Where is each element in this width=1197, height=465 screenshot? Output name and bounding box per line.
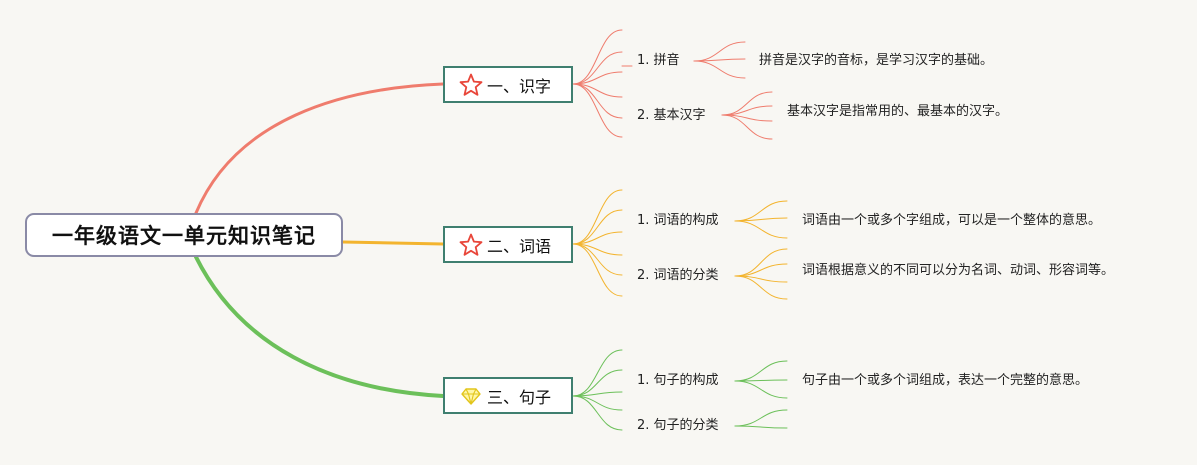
branch-word-structure-1: [734, 217, 788, 222]
note-basic-hanzi: 基本汉字是指常用的、最基本的汉字。: [787, 104, 1009, 119]
branch-topic-2-0: [572, 189, 623, 245]
branch-word-structure-2: [734, 220, 788, 239]
branch-topic-3-4: [572, 395, 623, 431]
topic-label: 二、词语: [487, 236, 552, 256]
branch-topic-1-0: [572, 29, 623, 85]
branch-sentence-classes-1: [734, 425, 788, 429]
branch-topic-2-2: [572, 231, 623, 245]
diamond-icon: [459, 384, 483, 408]
subtopic-sentence-classes[interactable]: 2. 句子的分类: [637, 418, 719, 433]
connector-root-topic-1: [194, 82, 445, 215]
branch-topic-1-4: [572, 83, 623, 119]
note-word-structure: 词语由一个或多个字组成，可以是一个整体的意思。: [802, 213, 1102, 228]
subtopic-basic-hanzi[interactable]: 2. 基本汉字: [637, 108, 706, 123]
branch-topic-3-0: [572, 349, 623, 397]
branch-basic-hanzi-0: [721, 91, 773, 116]
root-topic[interactable]: 一年级语文一单元知识笔记: [25, 213, 343, 257]
branch-topic-1-2: [572, 71, 623, 85]
topic-ciyu[interactable]: 二、词语: [443, 226, 573, 263]
branch-word-classes-3: [734, 275, 788, 300]
root-title: 一年级语文一单元知识笔记: [52, 224, 316, 248]
subtopic-sentence-structure[interactable]: 1. 句子的构成: [637, 373, 719, 388]
branch-topic-3-3: [572, 395, 623, 411]
branch-topic-3-1: [572, 369, 623, 397]
subtopic-word-structure[interactable]: 1. 词语的构成: [637, 213, 719, 228]
topic-shizi[interactable]: 一、识字: [443, 66, 573, 103]
branch-sentence-structure-0: [734, 360, 788, 382]
branch-topic-2-5: [572, 243, 623, 297]
star-icon: [459, 73, 483, 97]
connector-root-topic-3: [194, 255, 445, 398]
branch-sentence-classes-0: [734, 409, 788, 427]
branch-topic-1-5: [572, 83, 623, 138]
branch-basic-hanzi-3: [721, 114, 773, 140]
connector-root-topic-2: [341, 240, 445, 246]
topic-label: 三、句子: [487, 387, 552, 407]
topic-juzi[interactable]: 三、句子: [443, 377, 573, 414]
branch-pinyin-2: [693, 60, 746, 79]
branch-basic-hanzi-1: [721, 105, 773, 116]
note-word-classes: 词语根据意义的不同可以分为名词、动词、形容词等。: [802, 263, 1115, 278]
branch-sentence-structure-2: [734, 380, 788, 399]
branch-pinyin-0: [693, 41, 746, 62]
subtopic-pinyin[interactable]: 1. 拼音: [637, 53, 680, 68]
branch-word-classes-0: [734, 248, 788, 277]
subtopic-word-classes[interactable]: 2. 词语的分类: [637, 268, 719, 283]
topic-label: 一、识字: [487, 76, 552, 96]
branch-word-classes-1: [734, 263, 788, 277]
star-icon: [459, 233, 483, 257]
note-sentence-structure: 句子由一个或多个词组成，表达一个完整的意思。: [802, 373, 1089, 388]
note-pinyin: 拼音是汉字的音标，是学习汉字的基础。: [759, 53, 994, 68]
branch-topic-2-1: [572, 209, 623, 245]
branch-topic-1-1: [572, 51, 623, 85]
